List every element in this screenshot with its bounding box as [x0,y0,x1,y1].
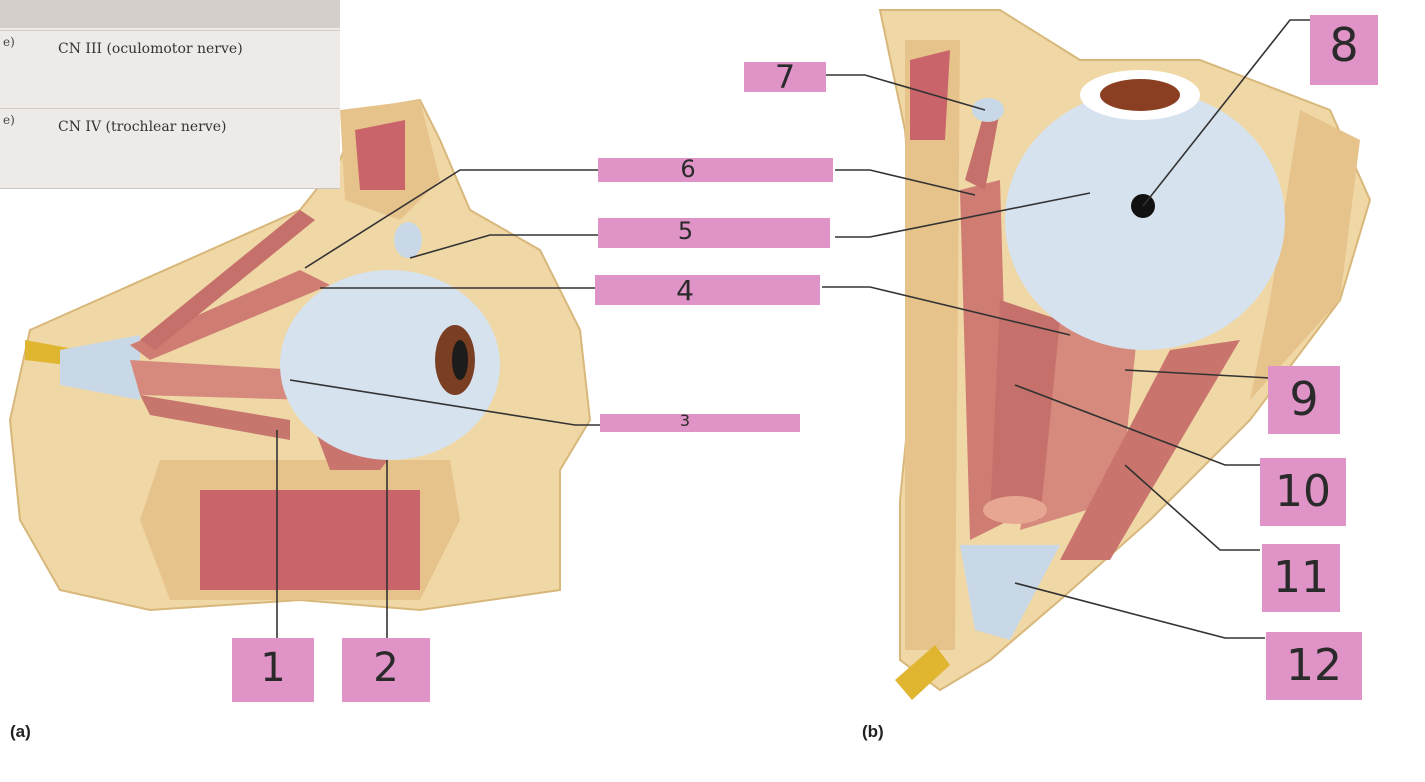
panel-b-illustration [878,9,1372,700]
leader-7 [825,74,986,111]
leader-12 [1014,582,1265,639]
leader-5b [835,192,1091,238]
leader-3 [289,379,600,426]
leader-11 [1124,464,1260,551]
label-7: 7 [774,58,796,96]
panel-a-eyeball [280,270,500,460]
panel-a-inferior-rectus [140,395,290,440]
panel-a-superior-oblique [140,210,315,350]
table-header [0,0,340,28]
leader-5 [409,234,600,259]
label-box-11 [1262,544,1340,612]
panel-b-optic-nerve [895,645,950,700]
caption-b: (b) [862,722,884,741]
leader-9 [1124,369,1271,379]
panel-a-superior-rectus [130,270,330,360]
nerve-table: e) CN III (oculomotor nerve) e) CN IV (t… [0,0,340,189]
label-box-12 [1266,632,1362,700]
label-box-7 [744,62,826,92]
panel-a-sinus [355,120,405,190]
label-12: 12 [1286,640,1342,691]
panel-a-lateral-rectus [130,360,310,400]
label-box-9 [1268,366,1340,434]
label-4: 4 [676,274,694,307]
label-box-6 [598,158,833,182]
panel-b-annulus [960,545,1060,640]
label-6: 6 [680,155,696,183]
panel-b-lateral-rectus [1060,340,1240,560]
table-row: e) CN III (oculomotor nerve) [0,30,340,109]
table-row: e) CN IV (trochlear nerve) [0,108,340,187]
label-11: 11 [1273,552,1329,603]
leader-4b [822,286,1071,336]
label-9: 9 [1289,372,1319,426]
label-box-3 [600,414,800,432]
leader-10 [1014,384,1260,466]
label-box-4 [595,275,820,305]
label-8: 8 [1329,18,1359,72]
label-2: 2 [373,645,399,691]
panel-a-maxillary-sinus [200,490,420,590]
label-3: 3 [679,411,691,430]
label-boxes [232,15,1378,702]
panel-b-superior-oblique [965,110,1000,190]
table-cell-fragment: e) [3,35,15,49]
label-box-5 [598,218,830,248]
label-5: 5 [677,217,694,245]
panel-b-levator [990,300,1060,520]
label-1: 1 [260,645,286,691]
leader-6b [835,169,976,196]
leader-6 [304,169,600,269]
panel-a-illustration [8,98,592,612]
label-box-2 [342,638,430,702]
caption-a: (a) [10,722,31,741]
label-box-1 [232,638,314,702]
table-cell-nerve: CN III (oculomotor nerve) [58,41,243,57]
table-cell-nerve: CN IV (trochlear nerve) [58,119,227,135]
label-10: 10 [1275,466,1331,517]
panel-b-medial-wall [905,40,960,650]
label-box-8 [1310,15,1378,85]
table-cell-fragment: e) [3,113,15,127]
leader-lines [276,19,1310,640]
panel-b-sinus [910,50,950,140]
label-box-10 [1260,458,1346,526]
leader-8 [1142,19,1310,207]
panel-b-eyeball [1005,90,1285,350]
